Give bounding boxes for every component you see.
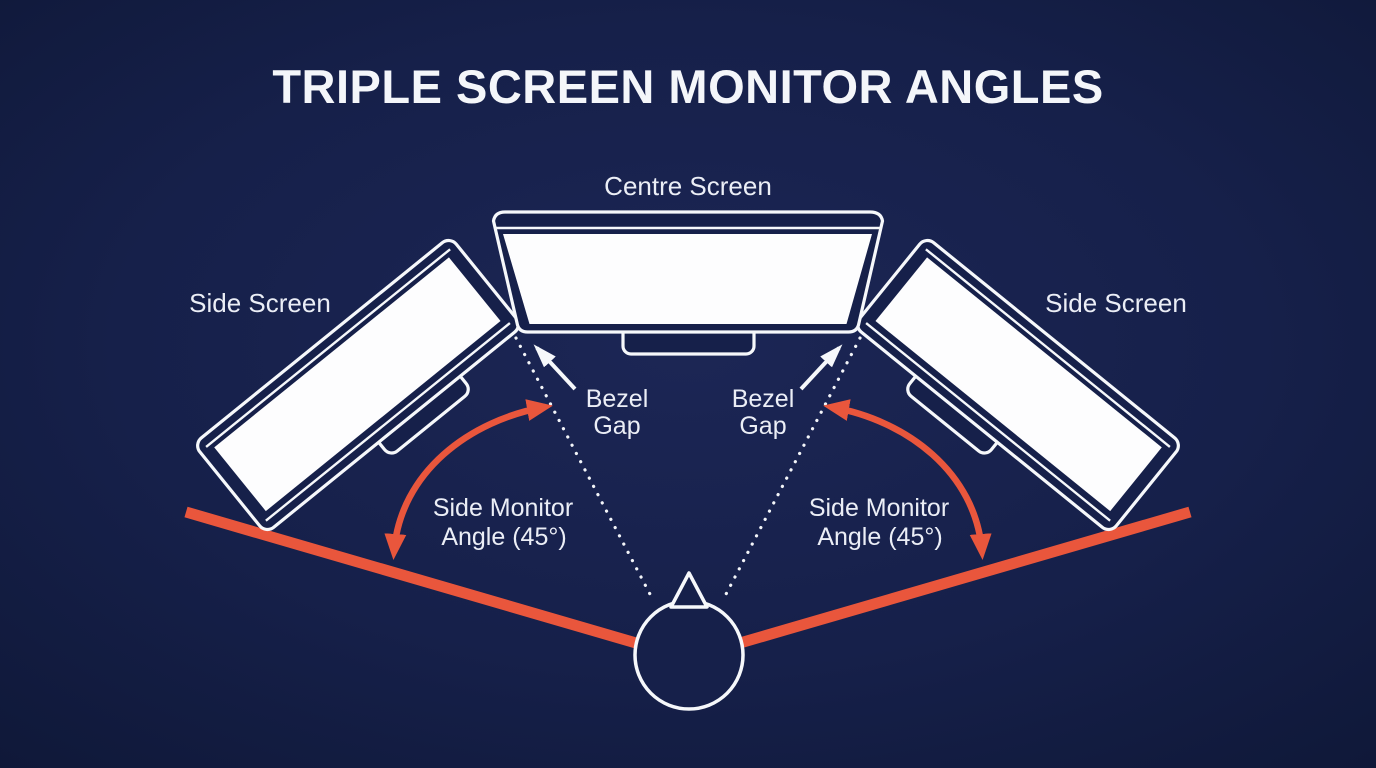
bezel-gap-label-left-line2: Gap (593, 412, 640, 440)
side-monitor-left-bottom-edge (265, 322, 511, 522)
side-monitor-right-top-edge (925, 248, 1171, 448)
bezel-gap-arrow-right-icon (799, 344, 843, 391)
side-monitor-angle-label-left: Side Monitor Angle (45°) (433, 494, 573, 551)
side-monitor-left-icon (196, 238, 520, 532)
angle-arc-arrow-right-icon (823, 399, 992, 560)
side-monitor-angle-left-line2: Angle (45°) (441, 523, 566, 551)
centre-monitor-screen (503, 234, 872, 324)
side-plane-line-right (714, 506, 1192, 656)
centre-monitor-icon (491, 210, 885, 356)
side-screen-label-left: Side Screen (189, 288, 331, 318)
side-screen-label-right: Side Screen (1045, 288, 1187, 318)
side-monitor-right-icon (856, 238, 1180, 532)
bezel-gap-label-right-line2: Gap (739, 412, 786, 440)
side-monitor-angle-label-right: Side Monitor Angle (45°) (809, 494, 949, 551)
viewer-head-circle (633, 599, 745, 711)
side-monitor-right-bottom-edge (865, 322, 1111, 522)
side-monitor-left-screen (214, 257, 501, 512)
bezel-gap-label-left: Bezel Gap (586, 385, 649, 440)
side-monitor-right-screen (875, 257, 1162, 512)
side-monitor-left-top-edge (205, 248, 451, 448)
side-monitor-angle-left-line1: Side Monitor (433, 494, 573, 522)
page-title: TRIPLE SCREEN MONITOR ANGLES (272, 60, 1103, 113)
bezel-gap-arrow-left-icon (533, 344, 577, 391)
viewer-nose-icon (669, 571, 709, 609)
side-monitor-angle-right-line1: Side Monitor (809, 494, 949, 522)
centre-screen-label: Centre Screen (604, 171, 772, 201)
side-monitor-angle-right-line2: Angle (45°) (817, 523, 942, 551)
bezel-gap-label-left-line1: Bezel (586, 385, 649, 413)
bezel-gap-label-right-line1: Bezel (732, 385, 795, 413)
angle-arc-arrow-left-icon (384, 399, 553, 560)
side-plane-line-left (184, 506, 662, 656)
bezel-gap-label-right: Bezel Gap (732, 385, 795, 440)
viewer-head-icon (633, 571, 745, 711)
